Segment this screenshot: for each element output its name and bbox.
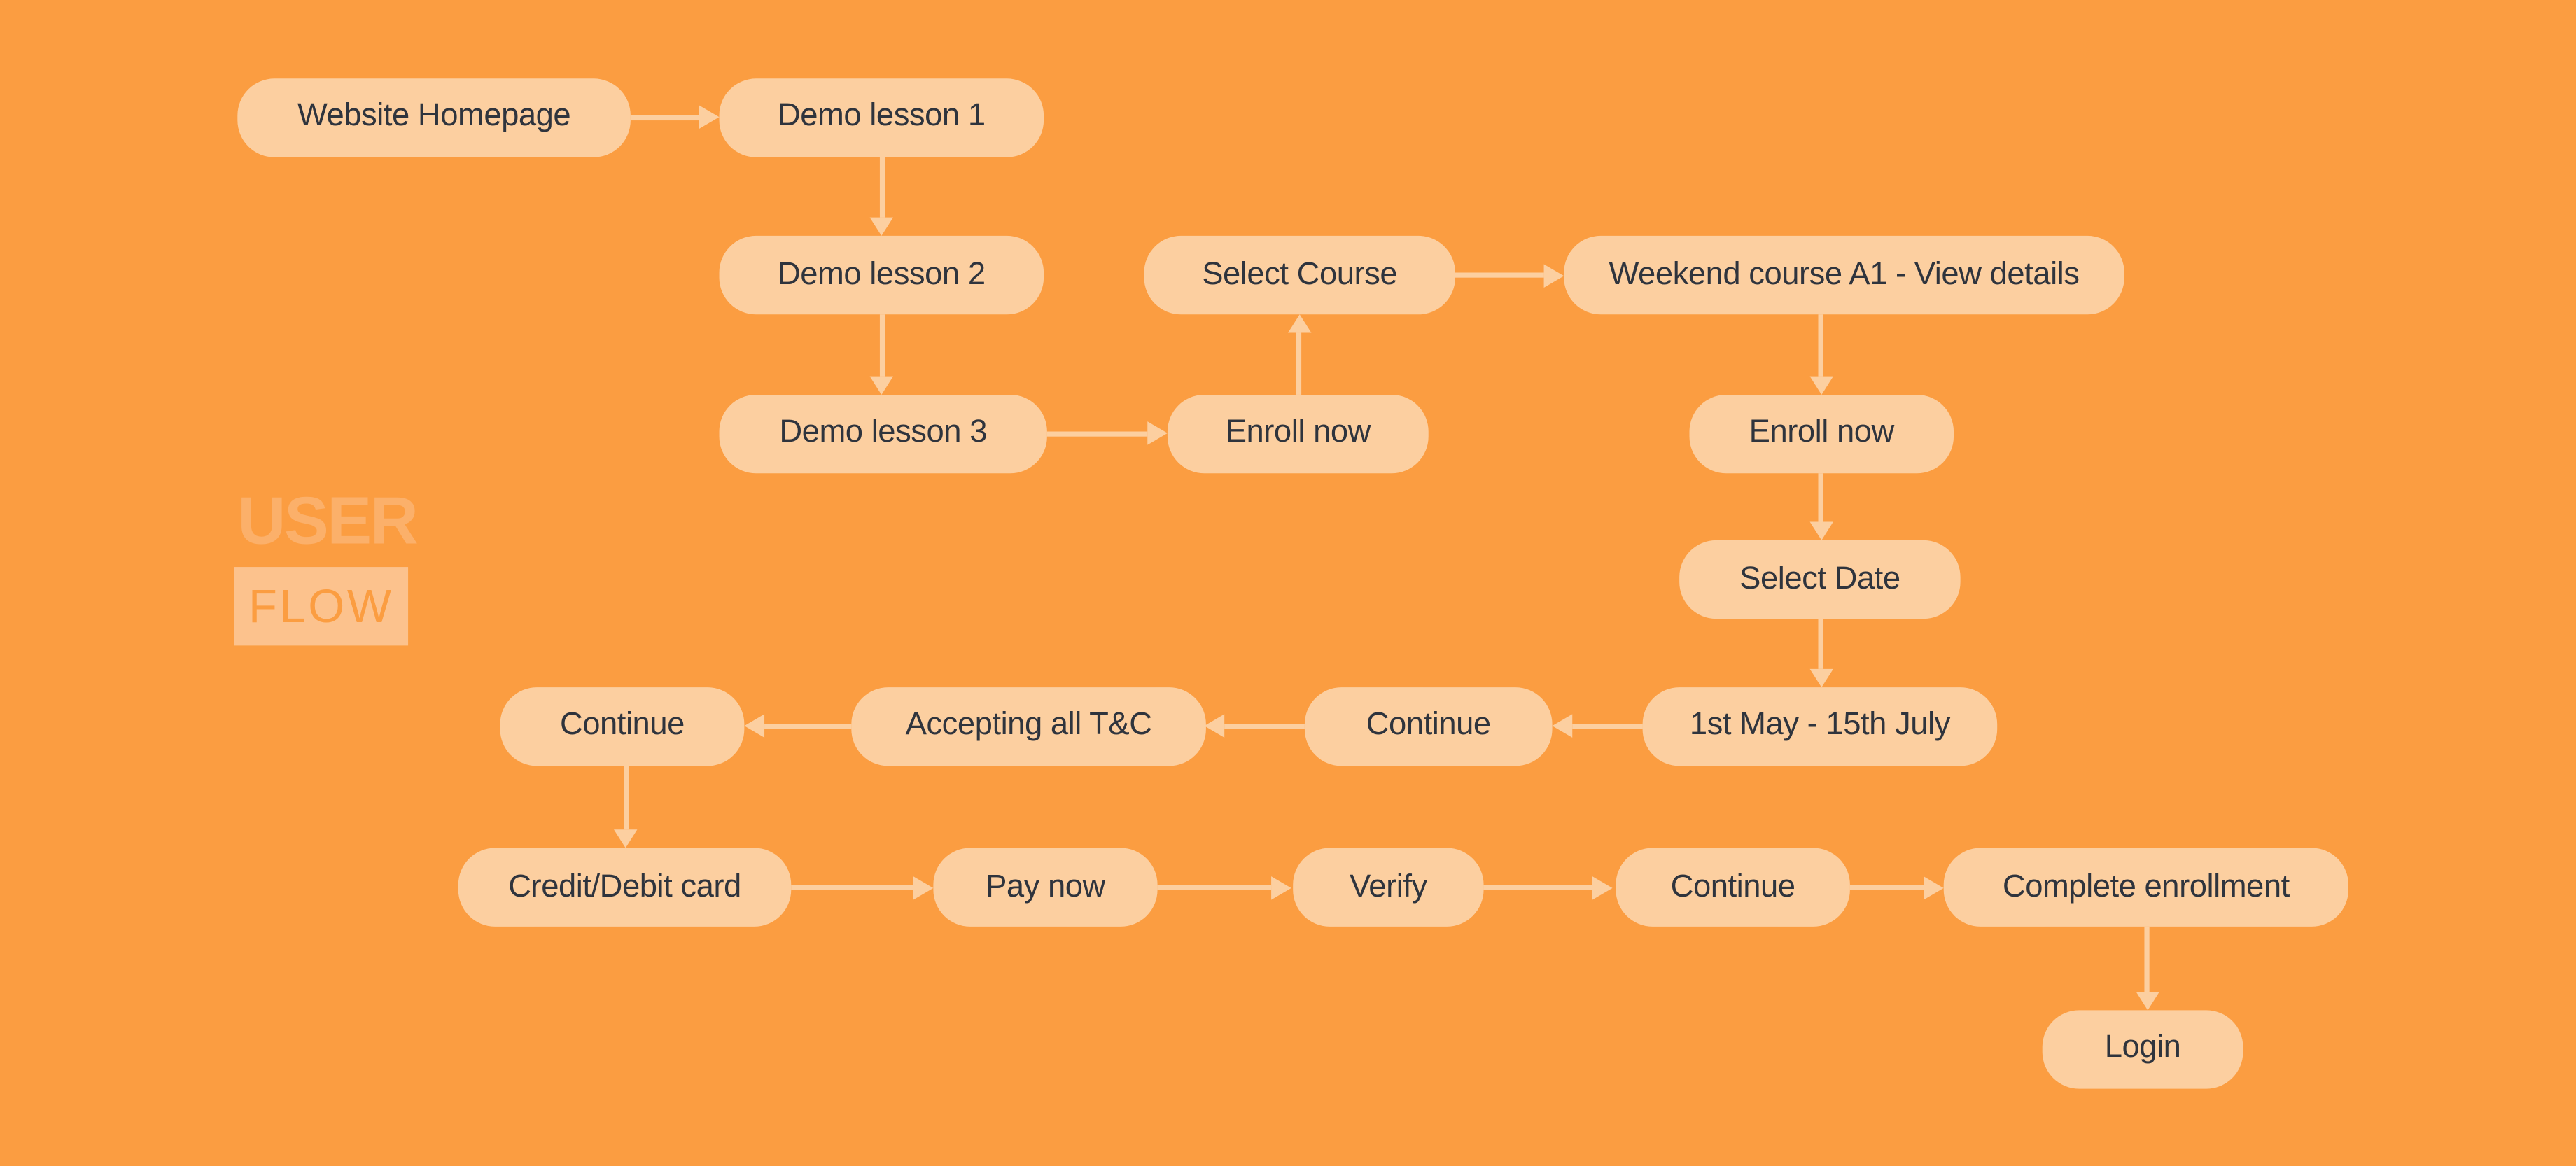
edge-complete-enrollment-to-login-arrowhead <box>2135 990 2159 1010</box>
edge-continue-3-to-complete-enrollment-line <box>1849 885 1924 890</box>
logo-flow-text: FLOW <box>248 579 394 632</box>
edge-continue-2-to-accepting-tc-line <box>1223 723 1305 729</box>
flow-node-demo-lesson-2: Demo lesson 2 <box>719 235 1044 315</box>
edge-demo-lesson-2-to-demo-lesson-3-arrowhead <box>869 375 894 394</box>
edge-date-range-to-continue-2-line <box>1572 723 1643 729</box>
flow-node-weekend-course-a1: Weekend course A1 - View details <box>1564 235 2124 315</box>
flow-node-pay-now: Pay now <box>933 848 1158 927</box>
flow-node-demo-lesson-1: Demo lesson 1 <box>719 78 1044 157</box>
flow-node-continue-3: Continue <box>1616 848 1850 927</box>
flow-node-enroll-now-1: Enroll now <box>1167 393 1429 473</box>
edge-enroll-now-1-to-select-course-arrowhead <box>1287 314 1311 333</box>
edge-enroll-now-2-to-select-date-arrowhead <box>1809 521 1833 540</box>
edge-demo-lesson-1-to-demo-lesson-2-line <box>878 156 884 218</box>
flow-node-select-date: Select Date <box>1679 540 1961 619</box>
flow-node-enroll-now-2: Enroll now <box>1689 393 1954 473</box>
edge-continue-2-to-accepting-tc-arrowhead <box>1203 714 1224 738</box>
edge-accepting-tc-to-continue-1-arrowhead <box>744 714 765 738</box>
edge-enroll-now-2-to-select-date-line <box>1818 472 1823 522</box>
edge-continue-1-to-credit-debit-card-arrowhead <box>613 829 638 848</box>
edge-verify-to-continue-3-arrowhead <box>1592 875 1613 899</box>
edge-website-homepage-to-demo-lesson-1-line <box>630 114 699 120</box>
flow-node-login: Login <box>2042 1009 2244 1088</box>
flow-node-date-range: 1st May - 15th July <box>1642 686 1998 766</box>
flow-node-select-course: Select Course <box>1144 235 1455 315</box>
edge-continue-1-to-credit-debit-card-line <box>623 765 629 830</box>
edge-accepting-tc-to-continue-1-line <box>764 723 852 729</box>
edge-demo-lesson-2-to-demo-lesson-3-line <box>878 314 884 376</box>
logo-user-flow: USER FLOW <box>234 484 419 646</box>
edge-pay-now-to-verify-line <box>1157 885 1272 890</box>
flow-node-demo-lesson-3: Demo lesson 3 <box>719 393 1047 473</box>
flow-node-continue-1: Continue <box>500 686 745 766</box>
edge-enroll-now-1-to-select-course-line <box>1296 332 1302 394</box>
edge-website-homepage-to-demo-lesson-1-arrowhead <box>699 105 720 129</box>
edge-weekend-course-a1-to-enroll-now-2-line <box>1818 314 1823 376</box>
logo-flow-badge: FLOW <box>234 567 409 646</box>
edge-select-date-to-date-range-line <box>1818 619 1823 668</box>
edge-weekend-course-a1-to-enroll-now-2-arrowhead <box>1809 375 1833 394</box>
edge-credit-debit-card-to-pay-now-arrowhead <box>913 875 934 899</box>
flow-node-continue-2: Continue <box>1304 686 1553 766</box>
edge-continue-3-to-complete-enrollment-arrowhead <box>1924 875 1944 899</box>
edge-complete-enrollment-to-login-line <box>2144 926 2150 991</box>
edge-select-course-to-weekend-course-a1-line <box>1455 272 1544 278</box>
edge-demo-lesson-3-to-enroll-now-1-line <box>1046 430 1148 436</box>
edge-select-date-to-date-range-arrowhead <box>1809 668 1833 687</box>
flow-node-complete-enrollment: Complete enrollment <box>1943 848 2348 927</box>
edge-demo-lesson-3-to-enroll-now-1-arrowhead <box>1147 421 1168 445</box>
flow-node-verify: Verify <box>1293 848 1484 927</box>
flow-node-accepting-tc: Accepting all T&C <box>851 686 1206 766</box>
edge-credit-debit-card-to-pay-now-line <box>791 885 913 890</box>
edge-verify-to-continue-3-line <box>1483 885 1592 890</box>
flow-node-credit-debit-card: Credit/Debit card <box>458 848 792 927</box>
edge-date-range-to-continue-2-arrowhead <box>1552 714 1573 738</box>
edge-demo-lesson-1-to-demo-lesson-2-arrowhead <box>869 217 894 236</box>
logo-user-text: USER <box>237 484 418 559</box>
edge-select-course-to-weekend-course-a1-arrowhead <box>1544 263 1564 287</box>
edge-pay-now-to-verify-arrowhead <box>1271 875 1292 899</box>
flow-node-website-homepage: Website Homepage <box>237 78 631 157</box>
